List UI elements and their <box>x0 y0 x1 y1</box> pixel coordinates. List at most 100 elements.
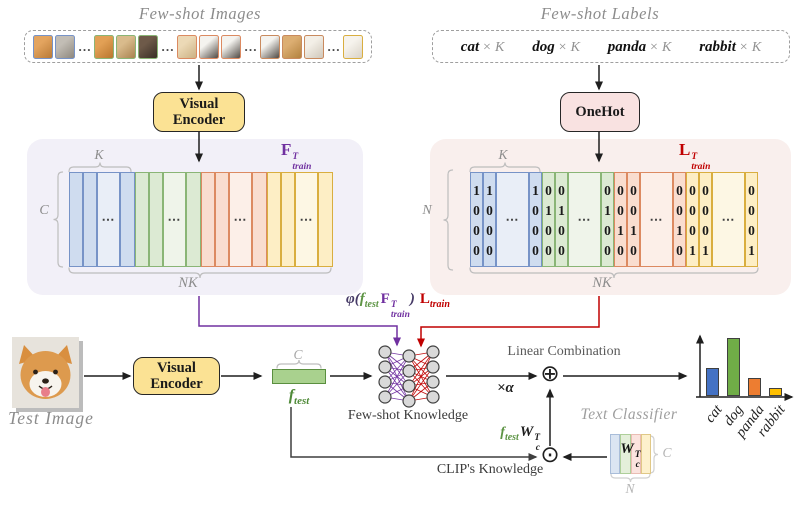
l-dim-k: K <box>498 147 508 162</box>
formula-F: F <box>380 291 390 307</box>
net-edge <box>384 381 410 387</box>
visual-encoder-label-2: Visual Encoder <box>150 359 203 392</box>
thumbnail-panda <box>221 34 241 59</box>
thumbnail-cat-tan <box>282 34 302 59</box>
net-edge <box>408 366 434 402</box>
matrix-cell: 0 <box>702 203 709 219</box>
matrix-cell: 0 <box>630 243 637 259</box>
matrix-column-orange: 0 0 1 0 <box>614 172 627 267</box>
net-edge <box>408 381 434 402</box>
net-edge <box>408 370 434 383</box>
thumbnail-dog-shiba <box>94 34 114 59</box>
matrix-cell: 1 <box>545 203 552 219</box>
net-edge <box>384 366 410 402</box>
matrix-cell: 0 <box>748 203 755 219</box>
matrix-cell: 0 <box>617 183 624 198</box>
matrix-cell: 1 <box>630 223 637 239</box>
wc-dim-n: N <box>625 481 635 496</box>
formula-F-sub: train <box>390 309 410 320</box>
matrix-cell: 0 <box>617 203 624 219</box>
net-node <box>426 345 440 359</box>
matrix-column-green: ⋯ <box>568 172 601 267</box>
matrix-column-blue <box>120 172 135 267</box>
net-edge <box>408 355 434 398</box>
matrix-column-orange <box>252 172 267 267</box>
clip-knowledge-label: CLIP's Knowledge <box>436 462 544 477</box>
matrix-cell: 0 <box>748 223 755 239</box>
f-test-feature-bar <box>272 369 326 384</box>
matrix-cell: 0 <box>532 203 539 219</box>
matrix-cell: 0 <box>545 183 552 198</box>
class-name: dog <box>532 38 555 55</box>
thumbnail-dog-dark <box>138 34 158 59</box>
matrix-cell: 1 <box>617 223 624 239</box>
matrix-column-blue: ⋯ <box>496 172 529 267</box>
strip-ellipsis: … <box>327 38 340 54</box>
f-train-sup: T <box>292 152 299 162</box>
thumbnail-dog-cream <box>177 34 197 59</box>
few-shot-images-title: Few-shot Images <box>138 4 262 23</box>
matrix-cell: 0 <box>532 243 539 259</box>
thumbnail-ferret-white <box>304 34 324 59</box>
f-train-sub: train <box>292 161 312 172</box>
f-train-main: F <box>281 140 292 159</box>
net-edge <box>408 385 434 398</box>
brace <box>649 435 659 474</box>
matrix-cell: 1 <box>689 243 696 259</box>
net-edge <box>408 381 434 387</box>
f-dim-nk: NK <box>178 275 198 291</box>
bar-rabbit <box>769 388 782 396</box>
label-item-rabbit: rabbit× K <box>699 38 761 56</box>
matrix-cell: 0 <box>473 243 480 259</box>
wc-dim-c: C <box>662 445 672 460</box>
label-item-dog: dog× K <box>532 38 580 56</box>
f-test-dim-c: C <box>293 347 303 362</box>
test-image-label: Test Image <box>8 408 94 428</box>
matrix-cell: 0 <box>486 203 493 219</box>
matrix-cell: 0 <box>630 183 637 198</box>
thumbnail-cat-gray <box>55 34 75 59</box>
matrix-column-orange <box>215 172 229 267</box>
f-test-sub: test <box>294 395 310 408</box>
visual-encoder-box-top: Visual Encoder <box>153 92 245 132</box>
matrix-cell: 0 <box>689 203 696 219</box>
text-classifier-weights <box>610 434 651 474</box>
bar-panda <box>748 378 761 396</box>
strip-ellipsis: … <box>244 38 257 54</box>
matrix-cell: 1 <box>676 223 683 239</box>
few-shot-labels-title: Few-shot Labels <box>540 4 660 23</box>
clip-formula-W-sup: T <box>534 433 540 443</box>
net-node <box>426 360 440 374</box>
matrix-cell: 0 <box>532 223 539 239</box>
class-name: rabbit <box>699 38 736 55</box>
matrix-column-blue: 1 0 0 0 <box>529 172 542 267</box>
f-test-main: f <box>288 387 295 404</box>
net-edge <box>384 381 410 402</box>
matrix-cell: 0 <box>617 243 624 259</box>
shots-multiplier: × K <box>557 39 580 55</box>
net-edge <box>384 351 410 357</box>
net-edge <box>384 366 410 372</box>
net-edge <box>408 366 434 372</box>
net-node <box>426 375 440 389</box>
matrix-column-orange: ⋯ <box>229 172 252 267</box>
f-train-matrix: ⋯⋯⋯⋯ <box>69 172 333 267</box>
matrix-cell: 0 <box>604 223 611 239</box>
wc-sup: T <box>634 450 641 460</box>
few-shot-knowledge-label: Few-shot Knowledge <box>347 408 469 423</box>
matrix-cell: 0 <box>604 243 611 259</box>
net-node <box>378 360 392 374</box>
strip-ellipsis: … <box>161 38 174 54</box>
linear-combination-label: Linear Combination <box>507 344 621 359</box>
matrix-cell: 0 <box>486 223 493 239</box>
matrix-cell: 1 <box>532 183 539 198</box>
strip-ellipsis: … <box>78 38 91 54</box>
l-train-main: L <box>679 140 691 159</box>
